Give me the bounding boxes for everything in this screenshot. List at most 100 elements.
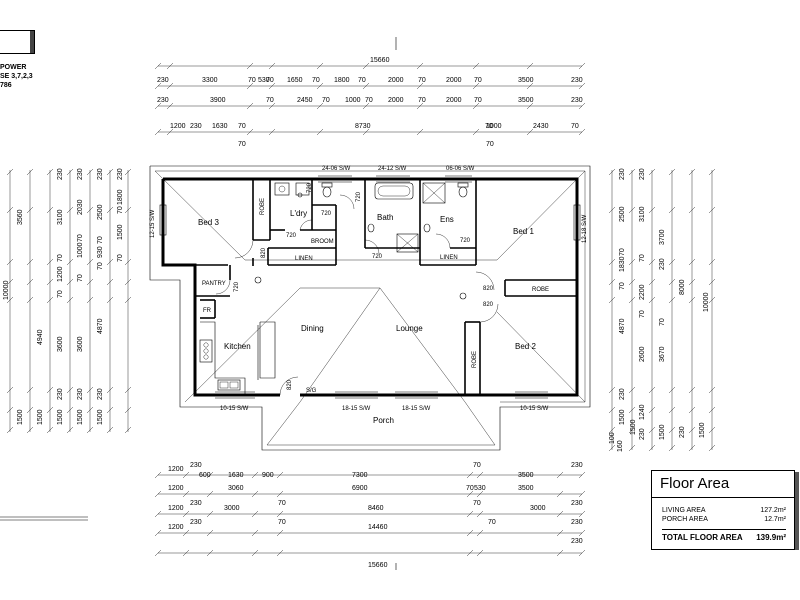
dimension-tick [472,82,480,90]
floor-area-title: Floor Area [652,471,794,498]
dimension-tick [6,426,14,434]
window-label: 18-15 S/W [402,406,431,412]
dimension-tick [476,490,484,498]
room-label-broom: BROOM [311,239,334,245]
dimension-tick [276,529,284,537]
dimension-tick [648,386,656,394]
left-dimensions: 3560150049401500230310070120070360023015… [3,168,132,434]
dim-right-col1: 1500 [619,409,626,425]
door-label: 820 [483,286,494,292]
dimension-tick [26,206,34,214]
dimension-tick [668,296,676,304]
dimension-tick [708,406,716,414]
dimension-tick [124,258,132,266]
door-label: 820 [261,247,267,258]
dimension-tick [276,510,284,518]
dimension-tick [6,296,14,304]
dimension-tick [276,490,284,498]
dimension-tick [708,444,716,452]
room-label-bed2: Bed 2 [515,342,536,351]
dimension-tick [362,62,370,70]
dimension-tick [556,471,564,479]
dim-bottom-row1: 1200 [168,466,184,473]
dim-top-row2: 1000 [345,97,361,104]
dim-bottom-row3b: 70 [278,519,286,526]
dimension-tick [182,549,190,557]
door-label: 720 [234,281,240,292]
dimension-tick [206,549,214,557]
dim-right-col2: 2200 [639,284,646,300]
dimension-tick [66,258,74,266]
room-label-ensuite: Ens [440,215,454,224]
dim-top-row1: 70 [474,77,482,84]
dim-right-col1: 70 [619,282,626,290]
dimension-tick [106,168,114,176]
dimension-tick [106,426,114,434]
dim-left-col4: 230 [77,388,84,400]
dimension-tick [26,386,34,394]
dim-top-row2: 70 [322,97,330,104]
dimension-tick [466,490,474,498]
dimension-tick [251,510,259,518]
dim-right-col2: 230 [639,428,646,440]
dimension-tick [246,82,254,90]
dim-left-col6: 1500 [117,224,124,240]
door-label: 720 [356,191,362,202]
dimension-tick [246,128,254,136]
dim-right-overall: 10000 [703,292,710,312]
door-label: 820 [287,379,293,390]
dimension-tick [556,510,564,518]
roof-outline [149,165,591,451]
right-dimensions: 2302500701830704870230150010016015002303… [608,168,716,452]
dim-left-col3: 230 [57,168,64,180]
dimension-tick [86,406,94,414]
dimension-tick [578,102,586,110]
dim-bottom-row1: 230 [190,462,202,469]
dim-top-row1: 70 [266,77,274,84]
room-label-robe: ROBE [472,351,478,368]
room-label-pantry: PANTRY [202,281,226,287]
dimension-tick [476,471,484,479]
dim-bottom-row1: 230 [571,462,583,469]
dimension-tick [648,296,656,304]
dimension-tick [206,490,214,498]
dim-bottom-row1: 1630 [228,472,244,479]
dim-left-col2: 4940 [37,329,44,345]
dimension-tick [6,206,14,214]
dimension-tick [276,549,284,557]
dim-bottom-row3: 3000 [224,505,240,512]
dim-top-row3: 230 [190,123,202,130]
dimension-tick [628,296,636,304]
dimension-tick [688,206,696,214]
dimension-tick [316,62,324,70]
dim-bottom-row2b: 70 [278,500,286,507]
dimension-tick [688,296,696,304]
dimension-tick [416,102,424,110]
dim-top-row1: 530 [258,77,270,84]
dim-bottom-row2: 6900 [352,485,368,492]
dimension-tick [86,386,94,394]
dimension-tick [166,102,174,110]
dimension-tick [526,62,534,70]
dim-left-col5: 230 [97,168,104,180]
dimension-tick [66,426,74,434]
dimension-tick [708,386,716,394]
dimension-tick [688,258,696,266]
door-swings [215,194,499,396]
dim-bottom-row2: 70 [466,485,474,492]
window-label: 12-15 S/W [150,209,156,238]
dim-right-col1: 2500 [619,206,626,222]
dimension-tick [154,490,162,498]
room-label-dining: Dining [301,324,324,333]
dimension-tick [648,278,656,286]
door-label: 720 [321,211,332,217]
dimension-tick [268,82,276,90]
dim-top-row3: 1000 [486,123,502,130]
room-label-bed1: Bed 1 [513,227,534,236]
dim-bottom-row4: 1200 [168,524,184,531]
dim-right-col1: 1830 [619,256,626,272]
dimension-tick [648,406,656,414]
dim-left-col6: 70 [117,254,124,262]
dim-left-col3: 3100 [57,209,64,225]
dimension-tick [526,128,534,136]
